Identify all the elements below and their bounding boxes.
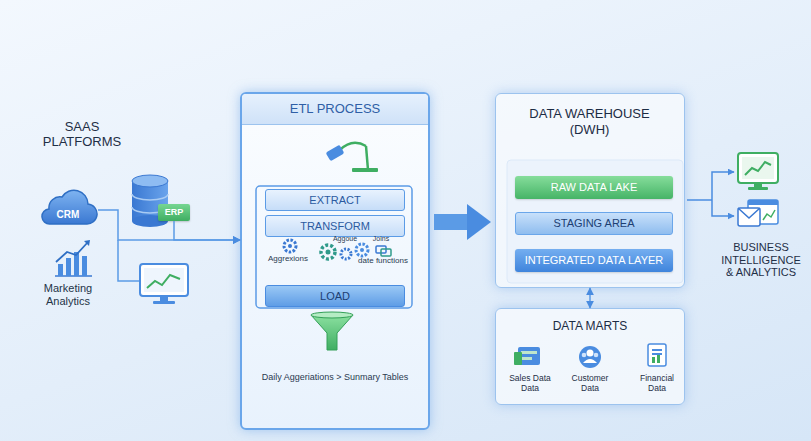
badge-node: ERP [158, 204, 190, 221]
bi-monitor-icon [738, 153, 778, 190]
node-label: STAGING AREA [516, 213, 672, 234]
scanner-icon [326, 143, 378, 172]
customer-icon [579, 346, 601, 368]
warehouse-container: DATA WAREHOUSE (DWH) RAW DATA LAKE STAGING… [495, 93, 685, 288]
step-box: LOAD [265, 285, 405, 307]
bi-report-icon [738, 200, 778, 226]
sales-icon [514, 347, 540, 365]
layer-box: INTEGRATED DATA LAYER [515, 249, 673, 272]
node-label: RAW DATA LAKE [515, 176, 673, 199]
monitor-icon [140, 264, 188, 304]
container-heading: DATA MARTS [496, 319, 684, 333]
container-heading: DATA WAREHOUSE (DWH) [521, 106, 658, 139]
node-label: EXTRACT [266, 190, 404, 210]
process-frame [256, 186, 412, 308]
step-box: EXTRACT [265, 189, 405, 211]
node-label: ERP [158, 204, 190, 221]
connector-line [174, 221, 240, 240]
node-label: CRM [38, 184, 98, 226]
node-label: TRANSFORM [266, 216, 404, 236]
layer-box: RAW DATA LAKE [515, 176, 673, 199]
flow-arrow [434, 214, 467, 230]
text-label: BUSINESS INTELLIGENCE & ANALYTICS [718, 241, 804, 279]
text-label: Marketing Analytics [28, 282, 108, 307]
layer-box: STAGING AREA [515, 212, 673, 235]
source-line [118, 240, 140, 281]
container-heading: ETL PROCESS [242, 94, 428, 125]
chart-icon [55, 240, 92, 276]
bi-arrows [687, 172, 734, 216]
connector-line [98, 210, 240, 240]
node-label: LOAD [266, 286, 404, 306]
funnel-icon [311, 312, 353, 350]
cloud-node: CRM [38, 184, 98, 226]
step-box: TRANSFORM [265, 215, 405, 237]
text-label: SAAS PLATFORMS [36, 120, 128, 150]
process-container: ETL PROCESS EXTRACT TRANSFORM LOAD [240, 92, 430, 430]
mart-container: DATA MARTS [495, 308, 685, 405]
gear-icons [284, 240, 391, 259]
connector-line [589, 288, 591, 308]
node-label: INTEGRATED DATA LAYER [515, 249, 673, 272]
financial-icon [648, 344, 666, 366]
layer-panel [507, 160, 683, 283]
cloud-shape [38, 184, 98, 226]
